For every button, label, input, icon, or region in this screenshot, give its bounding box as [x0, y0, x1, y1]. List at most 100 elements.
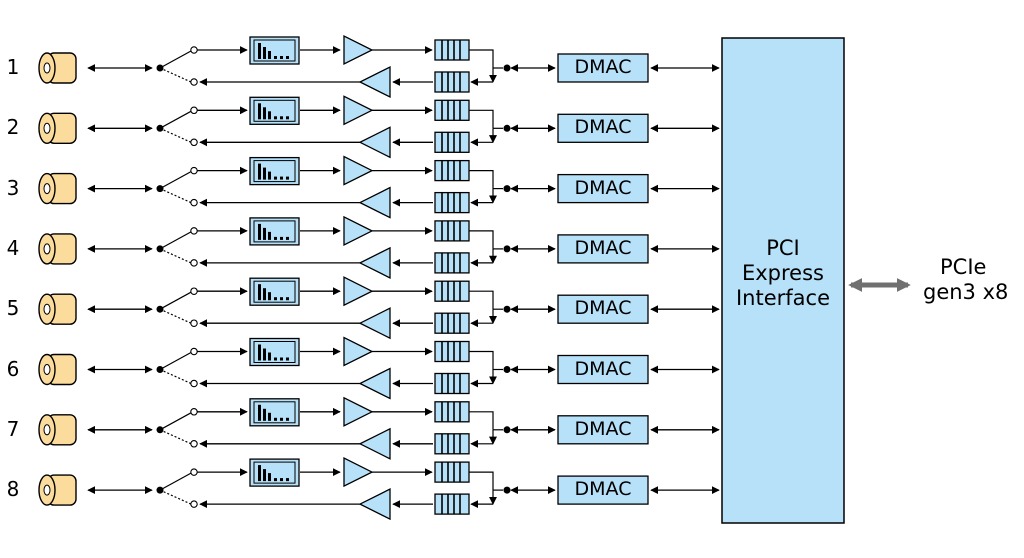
channel-number-label: 3 [6, 175, 20, 200]
coax-connector-icon [38, 293, 77, 325]
amplifier-icon [343, 336, 374, 367]
fifo-buffer-icon [434, 220, 470, 242]
switch-icon [159, 46, 198, 86]
channel-number-label: 8 [6, 477, 20, 502]
coax-connector-icon [38, 414, 77, 446]
channel-number-label: 4 [6, 235, 20, 260]
amplifier-icon [343, 34, 374, 66]
fifo-bracket [469, 290, 494, 310]
fifo-buffer-icon [434, 312, 470, 334]
dmac-label: DMAC [574, 56, 632, 78]
fifo-buffer-icon [434, 131, 470, 153]
pci-express-interface-block [721, 37, 845, 524]
spectrum-analyzer-icon [249, 337, 300, 367]
fifo-buffer-icon [434, 461, 470, 483]
fifo-bracket [469, 411, 494, 430]
fifo-bracket [469, 170, 494, 189]
dmac-label: DMAC [574, 478, 632, 501]
dmac-block [557, 415, 649, 445]
fifo-buffer-icon [434, 280, 470, 302]
dmac-label: DMAC [574, 297, 632, 320]
pcie-label-line2: gen3 x8 [923, 280, 1009, 304]
pci-label-line1: PCI [766, 236, 800, 260]
switch-icon [159, 408, 198, 448]
channel-row-4 [38, 215, 720, 279]
spectrum-analyzer-icon [249, 277, 300, 306]
dmac-block [557, 113, 649, 143]
amplifier-icon [358, 65, 391, 99]
amplifier-icon [343, 215, 374, 246]
amplifier-icon [358, 126, 391, 159]
junction-dot [503, 486, 511, 494]
fifo-buffer-icon [434, 99, 470, 121]
switch-icon [159, 347, 198, 388]
switch-icon [159, 287, 198, 327]
amplifier-icon [343, 457, 374, 488]
dmac-block [557, 354, 649, 385]
amplifier-icon [343, 95, 374, 126]
channel-row-6 [38, 336, 720, 400]
junction-dot [503, 245, 511, 253]
dmac-label: DMAC [574, 417, 632, 440]
junction-dot [503, 426, 511, 434]
coax-connector-icon [38, 112, 77, 145]
coax-connector-icon [38, 353, 77, 386]
junction-dot [503, 366, 511, 373]
fifo-buffer-icon [434, 39, 470, 61]
switch-icon [159, 227, 198, 267]
channel-number-label: 1 [6, 55, 20, 79]
pci-label-line3: Interface [735, 286, 831, 310]
dmac-block [557, 53, 649, 83]
amplifier-icon [358, 488, 391, 521]
pcie-output-label: PCIe gen3 x8 [915, 255, 1024, 305]
amplifier-icon [343, 276, 374, 307]
dmac-block [557, 475, 649, 505]
spectrum-analyzer-icon [249, 217, 300, 246]
fifo-buffer-icon [434, 159, 470, 182]
pcie-label-line1: PCIe [940, 255, 987, 279]
amplifier-icon [343, 155, 374, 186]
fifo-buffer-icon [434, 433, 470, 455]
fifo-bracket [469, 49, 494, 68]
fifo-buffer-icon [434, 401, 470, 423]
channel-row-3 [38, 155, 720, 219]
switch-icon [159, 468, 198, 508]
channel-row-7 [38, 396, 720, 460]
channel-row-2 [38, 95, 720, 159]
fifo-buffer-icon [434, 340, 470, 363]
junction-dot [503, 64, 511, 72]
channel-row-1 [38, 34, 720, 99]
fifo-buffer-icon [434, 493, 470, 515]
coax-connector-icon [38, 52, 77, 84]
fifo-buffer-icon [434, 252, 470, 274]
junction-dot [503, 124, 511, 132]
dmac-label: DMAC [574, 116, 632, 139]
channel-number-label: 6 [6, 356, 20, 381]
dmac-block [557, 173, 649, 204]
channel-row-5 [38, 276, 720, 340]
fifo-bracket [469, 230, 494, 249]
channel-row-8 [38, 457, 720, 521]
switch-icon [159, 106, 198, 147]
fifo-buffer-icon [434, 372, 470, 395]
coax-connector-icon [38, 172, 77, 205]
fifo-buffer-icon [434, 71, 470, 93]
spectrum-analyzer-icon [249, 156, 300, 186]
dmac-label: DMAC [574, 176, 632, 199]
junction-dot [503, 185, 511, 193]
channel-number-label: 7 [6, 416, 20, 441]
fifo-bracket [469, 350, 494, 370]
amplifier-icon [358, 307, 391, 340]
dmac-block [557, 294, 649, 324]
dmac-label: DMAC [574, 236, 632, 259]
fifo-bracket [469, 109, 494, 129]
fifo-buffer-icon [434, 191, 470, 214]
amplifier-icon [358, 186, 391, 219]
switch-icon [159, 166, 198, 207]
dmac-block [557, 234, 649, 264]
channel-number-label: 5 [6, 296, 20, 321]
coax-connector-icon [38, 233, 77, 265]
spectrum-analyzer-icon [249, 458, 300, 487]
